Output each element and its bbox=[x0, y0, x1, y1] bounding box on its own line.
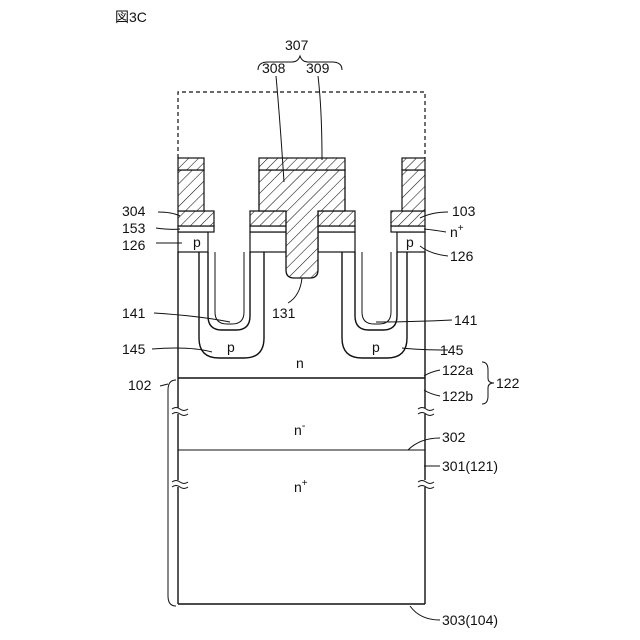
label-n: n bbox=[296, 355, 304, 371]
label-303: 303(104) bbox=[442, 612, 498, 628]
p-region-mid-right bbox=[318, 232, 355, 252]
label-122b: 122b bbox=[442, 388, 473, 404]
label-126-right: 126 bbox=[450, 248, 474, 264]
label-308: 308 bbox=[262, 60, 286, 76]
label-n-plus-top: n+ bbox=[450, 223, 464, 240]
contact-mid-right bbox=[318, 211, 355, 226]
label-n-minus: n- bbox=[294, 420, 306, 438]
label-122a: 122a bbox=[442, 362, 473, 378]
label-141-right: 141 bbox=[454, 312, 478, 328]
label-131: 131 bbox=[272, 305, 296, 321]
label-304: 304 bbox=[122, 203, 146, 219]
contact-mid-left bbox=[250, 211, 287, 226]
label-153: 153 bbox=[122, 220, 146, 236]
label-p-top-left: p bbox=[193, 234, 201, 250]
label-n-plus-substrate: n+ bbox=[294, 478, 308, 495]
right-pillar-cap bbox=[402, 158, 425, 170]
label-302: 302 bbox=[442, 429, 466, 445]
label-p-right: p bbox=[372, 339, 380, 355]
p-region-mid-left bbox=[250, 232, 287, 252]
right-pillar bbox=[402, 170, 425, 211]
dashed-enclosure bbox=[178, 92, 425, 158]
label-122: 122 bbox=[496, 375, 520, 391]
label-301: 301(121) bbox=[442, 458, 498, 474]
label-126-left: 126 bbox=[122, 237, 146, 253]
label-103: 103 bbox=[452, 203, 476, 219]
leader-lines bbox=[152, 56, 494, 620]
contact-304 bbox=[178, 211, 214, 226]
label-145-left: 145 bbox=[122, 341, 146, 357]
n-plus-layer-mid-right bbox=[318, 226, 355, 232]
label-p-left: p bbox=[227, 339, 235, 355]
label-102: 102 bbox=[128, 377, 152, 393]
figure-title: 図3C bbox=[115, 9, 147, 25]
label-307: 307 bbox=[285, 37, 309, 53]
left-pillar bbox=[178, 170, 204, 211]
label-141-left: 141 bbox=[122, 305, 146, 321]
label-145-right: 145 bbox=[440, 342, 464, 358]
n-plus-layer-mid-left bbox=[250, 226, 287, 232]
left-pillar-cap bbox=[178, 158, 204, 170]
contact-103 bbox=[391, 211, 425, 226]
n-plus-layer-right bbox=[391, 226, 425, 232]
label-309: 309 bbox=[306, 60, 330, 76]
n-plus-layer-left bbox=[178, 226, 214, 232]
label-p-top-right: p bbox=[406, 234, 414, 250]
gate-cap-309 bbox=[259, 158, 345, 170]
